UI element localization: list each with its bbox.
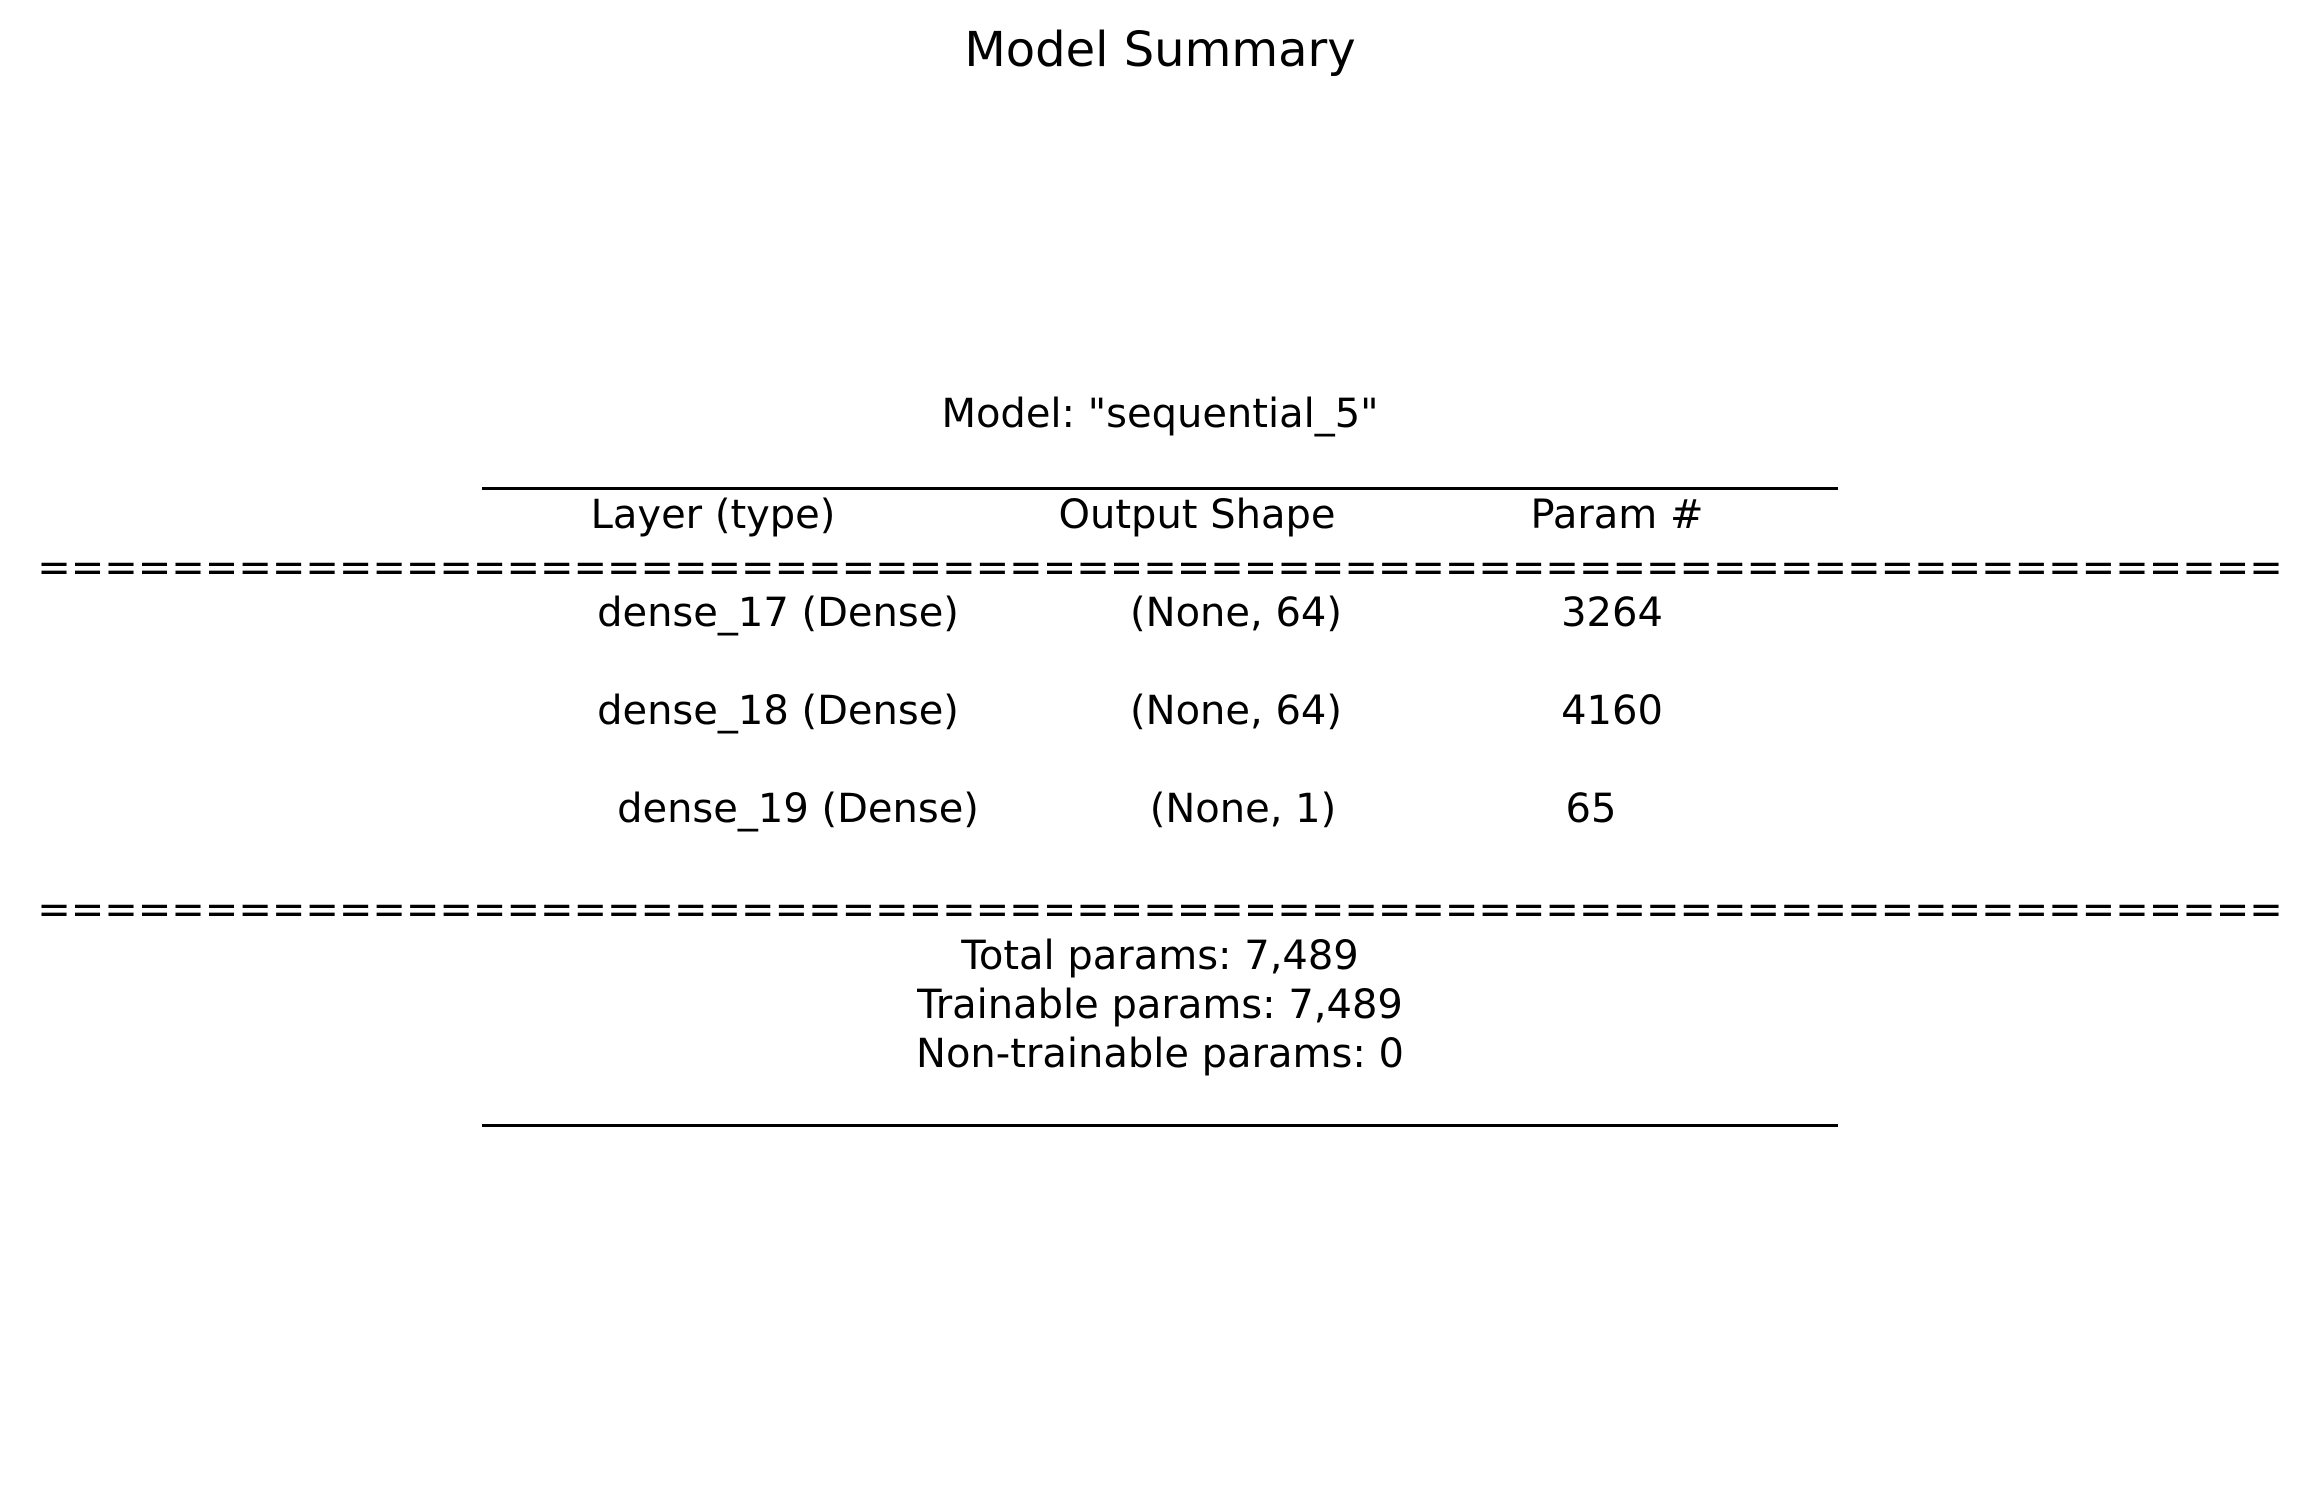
layer-params: 4160 [1561,688,1663,734]
page-title: Model Summary [964,22,1356,78]
model-name: Model: "sequential_5" [941,391,1379,437]
layer-name: dense_17 (Dense) [597,590,959,636]
layer-params: 3264 [1561,590,1663,636]
layer-output-shape: (None, 64) [1130,688,1342,734]
layer-output-shape: (None, 1) [1149,786,1337,832]
total-params: Total params: 7,489 [961,933,1359,979]
layer-name: dense_19 (Dense) [617,786,979,832]
layer-params: 65 [1565,786,1617,832]
column-header-output-shape: Output Shape [1058,492,1336,538]
layer-name: dense_18 (Dense) [597,688,959,734]
top-rule [482,487,1838,490]
non-trainable-params: Non-trainable params: 0 [916,1031,1404,1077]
header-separator: ========================================… [37,545,2283,591]
column-header-layer: Layer (type) [590,492,836,538]
layer-output-shape: (None, 64) [1130,590,1342,636]
footer-separator: ========================================… [37,887,2283,933]
trainable-params: Trainable params: 7,489 [917,982,1403,1028]
column-header-params: Param # [1530,492,1704,538]
bottom-rule [482,1124,1838,1127]
